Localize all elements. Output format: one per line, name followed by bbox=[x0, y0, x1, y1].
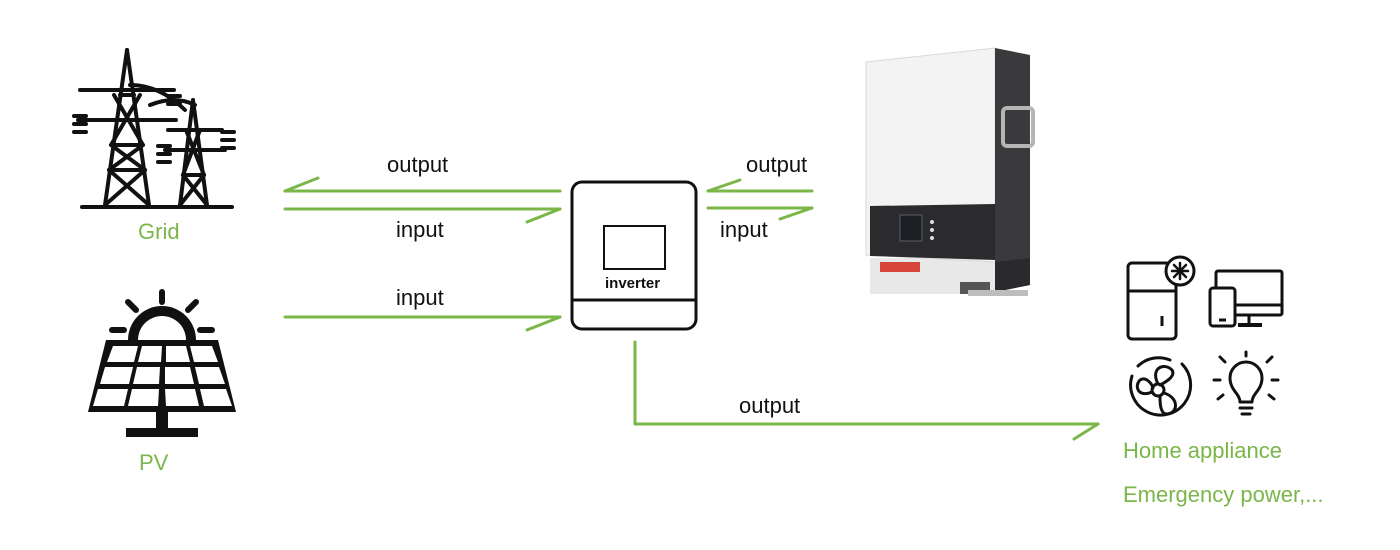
pv-label: PV bbox=[139, 450, 169, 475]
edge-grid-to-inverter-line bbox=[283, 207, 562, 224]
edge-pv-to-inverter-line bbox=[283, 315, 562, 332]
grid-label: Grid bbox=[138, 219, 180, 244]
solar-panel-icon bbox=[88, 289, 236, 437]
edge-inverter-to-home-line bbox=[633, 340, 1100, 441]
flow-arrows bbox=[283, 176, 1100, 441]
emergency-power-label: Emergency power,... bbox=[1123, 482, 1324, 507]
edge-inverter-to-grid-line bbox=[283, 176, 562, 193]
edge-label-grid-to-inverter: input bbox=[396, 217, 444, 242]
inverter-label: inverter bbox=[605, 275, 661, 292]
power-tower-icon bbox=[72, 48, 236, 209]
edge-label-pv-to-inverter: input bbox=[396, 285, 444, 310]
inverter-icon bbox=[570, 180, 698, 331]
fan-icon bbox=[1129, 356, 1193, 417]
edge-label-battery-to-inverter: output bbox=[746, 152, 808, 177]
home-appliance-label: Home appliance bbox=[1123, 438, 1282, 463]
edge-battery-to-inverter-line bbox=[706, 178, 814, 193]
refrigerator-icon bbox=[1126, 255, 1196, 341]
edge-label-inverter-to-grid: output bbox=[387, 152, 449, 177]
light-bulb-icon bbox=[1212, 350, 1280, 416]
edge-label-inverter-to-battery: input bbox=[720, 217, 768, 242]
battery-cabinet-icon bbox=[865, 47, 1035, 296]
edge-label-inverter-to-home: output bbox=[739, 393, 801, 418]
edge-inverter-to-battery-line bbox=[706, 206, 814, 221]
devices-icon bbox=[1208, 269, 1284, 328]
